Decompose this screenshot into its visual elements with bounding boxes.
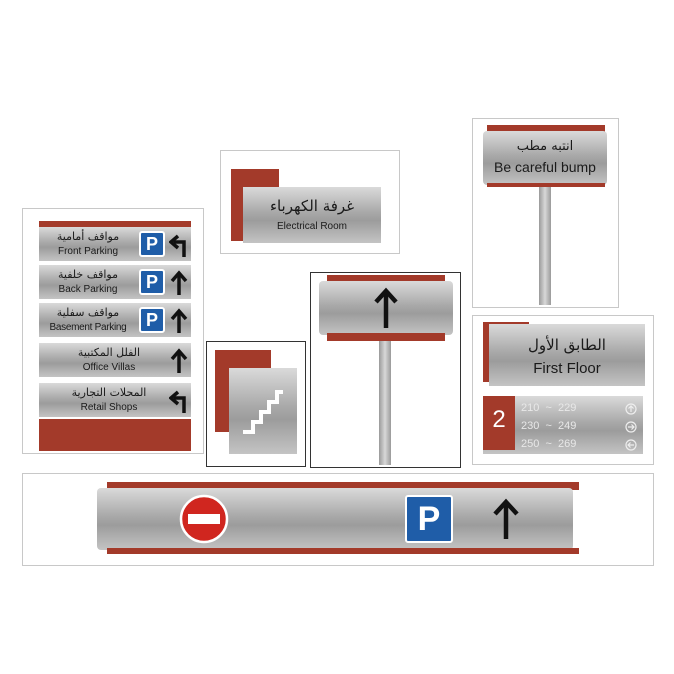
rooms-sign-plate: 2 210 ~ 229 230 ~ 249 250 ~ 269: [483, 396, 643, 454]
directory-row-basement-parking: مواقف سفلية Basement Parking P: [39, 303, 191, 337]
parking-sign: P: [139, 307, 165, 333]
circle-left-arrow-icon: [625, 439, 637, 451]
bump-sign-plate: انتبه مطب Be careful bump: [483, 131, 607, 185]
stairs-icon: [243, 390, 283, 434]
room-number-block: [483, 396, 515, 450]
pole-sign-plate: [319, 281, 453, 335]
directory-row-ar-label: مواقف أمامية: [56, 230, 120, 243]
overhead-sign-top-band: [107, 482, 579, 490]
directory-row-en-label: Office Villas: [82, 362, 136, 373]
bump-ar-label: انتبه مطب: [516, 139, 574, 154]
turn-left-arrow-icon: [169, 234, 186, 257]
parking-sign: P: [405, 495, 453, 543]
room-number: 2: [492, 406, 506, 433]
directory-sign-bottom-band: [39, 419, 191, 451]
directory-sign-top-band: [39, 221, 191, 231]
circle-up-arrow-icon: [625, 403, 637, 415]
room-range-label: 250 ~ 269: [521, 438, 577, 450]
room-range-label: 210 ~ 229: [521, 402, 577, 414]
room-range-label: 230 ~ 249: [521, 420, 577, 432]
stairs-sign-plate: [229, 368, 297, 454]
electrical-room-sign-panel: غرفة الكهرباء Electrical Room: [220, 150, 400, 254]
directory-row-en-label: Basement Parking: [49, 322, 127, 333]
overhead-sign-plate: P: [97, 488, 573, 550]
up-arrow-icon: [170, 270, 188, 295]
directory-row-front-parking: مواقف أمامية Front Parking P: [39, 227, 191, 261]
pole-arrow-sign-panel: [310, 272, 461, 468]
no-entry-icon: [179, 494, 229, 544]
directory-row-office-villas: الفلل المكتبية Office Villas: [39, 343, 191, 377]
pole-sign-bottom-band: [327, 333, 445, 341]
directory-row-retail-shops: المحلات التجارية Retail Shops: [39, 383, 191, 417]
circle-right-arrow-icon: [625, 421, 637, 433]
up-arrow-icon: [374, 287, 398, 328]
directory-row-ar-label: مواقف خلفية: [58, 268, 118, 281]
directory-row-ar-label: مواقف سفلية: [56, 306, 120, 319]
directory-row-en-label: Back Parking: [58, 284, 118, 295]
overhead-sign-bottom-band: [107, 548, 579, 554]
directory-row-en-label: Retail Shops: [80, 402, 138, 413]
directory-sign-panel: مواقف أمامية Front Parking P مواقف خلفية…: [22, 208, 204, 454]
electrical-sign-plate: غرفة الكهرباء Electrical Room: [243, 187, 381, 243]
bump-en-label: Be careful bump: [494, 159, 596, 175]
pole-sign-top-band: [327, 275, 445, 283]
turn-left-arrow-icon: [169, 390, 186, 413]
floor-en-label: First Floor: [533, 360, 601, 377]
up-arrow-icon: [170, 308, 188, 333]
parking-sign: P: [139, 269, 165, 295]
directory-row-ar-label: الفلل المكتبية: [77, 346, 141, 359]
up-arrow-icon: [493, 498, 519, 539]
up-arrow-icon: [170, 348, 188, 373]
overhead-sign-panel: P: [22, 473, 654, 566]
pole-sign-pole: [379, 339, 391, 465]
floor-sign-plate: الطابق الأول First Floor: [489, 324, 645, 386]
floor-ar-label: الطابق الأول: [528, 336, 606, 354]
electrical-ar-label: غرفة الكهرباء: [269, 197, 355, 215]
bump-sign-bottom-band: [487, 183, 605, 187]
bump-sign-top-band: [487, 125, 605, 135]
floor-sign-panel: الطابق الأول First Floor 2 210 ~ 229 230…: [472, 315, 654, 465]
parking-sign: P: [139, 231, 165, 257]
bump-sign-panel: انتبه مطب Be careful bump: [472, 118, 619, 308]
stairs-sign-panel: [206, 341, 306, 467]
bump-sign-pole: [539, 185, 551, 305]
electrical-en-label: Electrical Room: [276, 221, 348, 232]
directory-row-ar-label: المحلات التجارية: [71, 386, 147, 399]
directory-row-back-parking: مواقف خلفية Back Parking P: [39, 265, 191, 299]
directory-row-en-label: Front Parking: [57, 246, 119, 257]
